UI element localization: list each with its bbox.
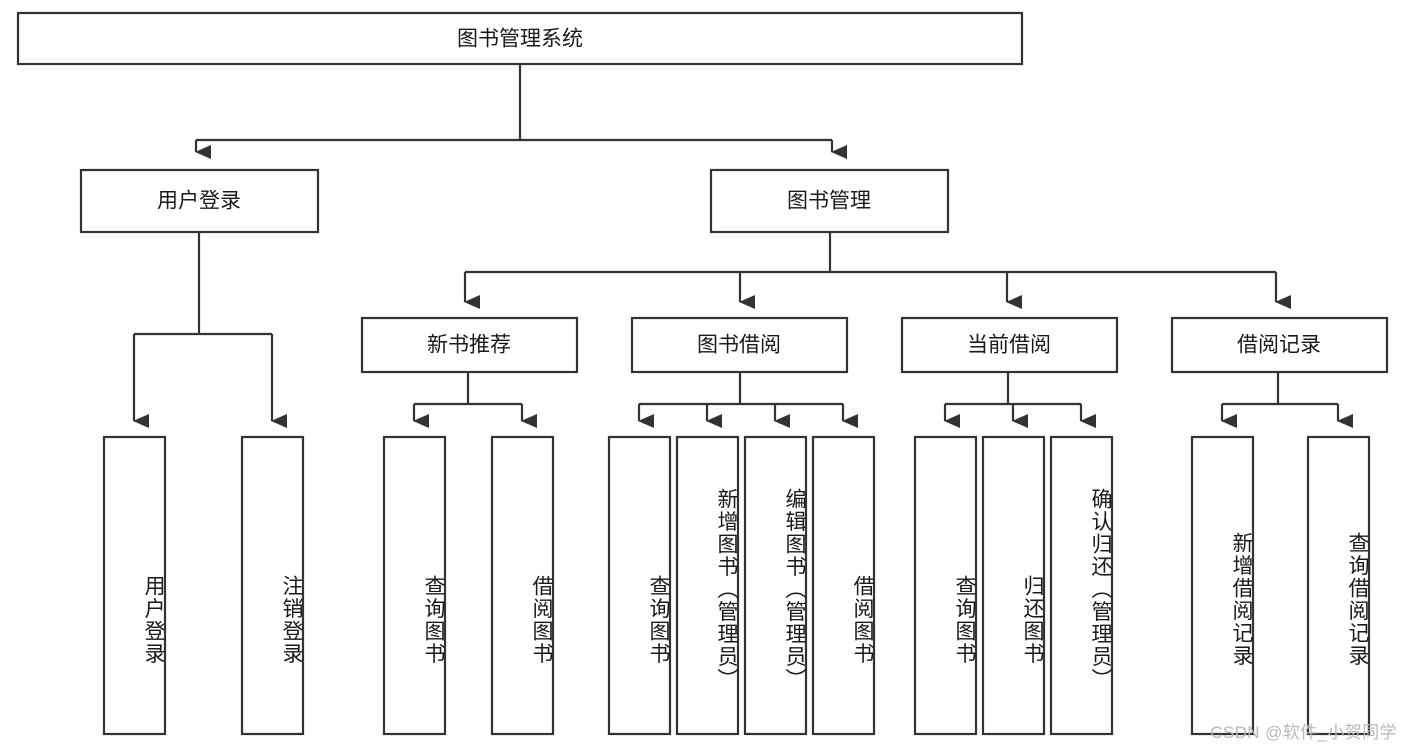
node-label-user-login: 用户登录	[157, 190, 241, 213]
node-box-leaf-add-book[interactable]	[675, 435, 740, 736]
node-box-leaf-query-book-3[interactable]	[913, 435, 978, 736]
node-box-user-login[interactable]	[79, 168, 320, 234]
node-box-leaf-edit-book[interactable]	[743, 435, 808, 736]
node-box-leaf-user-login[interactable]	[102, 435, 167, 736]
node-label-book-borrow: 图书借阅	[697, 334, 781, 357]
node-box-leaf-query-record[interactable]	[1306, 435, 1371, 736]
node-box-leaf-add-record[interactable]	[1190, 435, 1255, 736]
node-label-new-book-rec: 新书推荐	[427, 334, 511, 357]
node-box-borrow-record[interactable]	[1170, 316, 1389, 374]
edges-layer	[132, 64, 1353, 428]
nodes-layer	[16, 11, 1389, 736]
node-box-leaf-borrow-book-1[interactable]	[490, 435, 555, 736]
horizontal-labels-layer: 图书管理系统 用户登录 图书管理 新书推荐 图书借阅 当前借阅 借阅记录	[157, 28, 1321, 357]
csdn-watermark: CSDN @软件_小贺同学	[1210, 723, 1397, 742]
node-box-new-book-rec[interactable]	[360, 316, 579, 374]
node-box-book-manage[interactable]	[709, 168, 950, 234]
node-box-leaf-confirm-return[interactable]	[1049, 435, 1114, 736]
node-box-leaf-borrow-book-2[interactable]	[811, 435, 876, 736]
node-box-book-borrow[interactable]	[630, 316, 849, 374]
node-box-leaf-logout[interactable]	[240, 435, 305, 736]
node-label-root: 图书管理系统	[457, 28, 583, 51]
node-box-leaf-query-book-2[interactable]	[607, 435, 672, 736]
node-box-root[interactable]	[16, 11, 1024, 66]
node-label-book-manage: 图书管理	[787, 190, 871, 213]
node-label-current-borrow: 当前借阅	[967, 334, 1051, 357]
node-label-borrow-record: 借阅记录	[1237, 334, 1321, 357]
node-box-leaf-query-book-1[interactable]	[382, 435, 447, 736]
node-box-current-borrow[interactable]	[900, 316, 1119, 374]
node-box-leaf-return-book[interactable]	[981, 435, 1046, 736]
